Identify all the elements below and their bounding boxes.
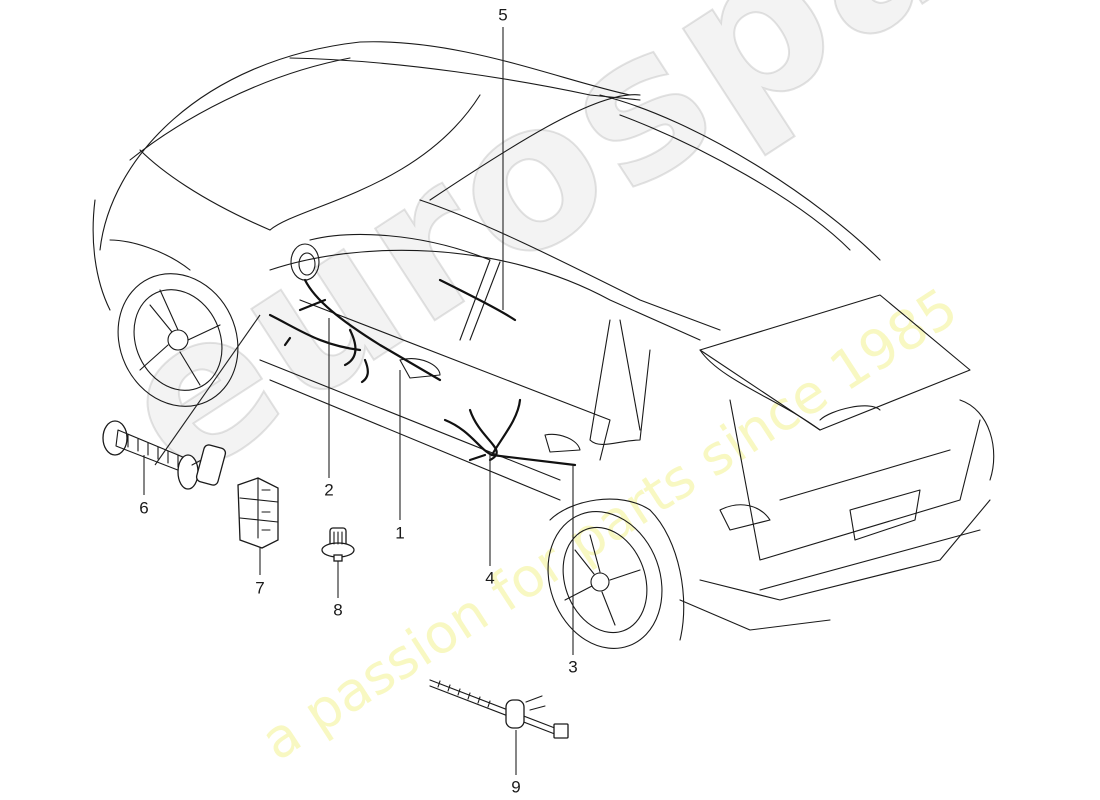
part-8-clip [321, 527, 355, 562]
callout-2[interactable]: 2 [324, 480, 334, 500]
callout-7[interactable]: 7 [255, 578, 265, 598]
part-7-relay-block [237, 477, 279, 549]
vehicle-body-outline [92, 41, 995, 649]
leader-lines [143, 27, 574, 775]
callout-9[interactable]: 9 [511, 777, 521, 797]
callout-6[interactable]: 6 [139, 498, 149, 518]
callout-5[interactable]: 5 [498, 5, 508, 25]
part-9-cable-tie [429, 679, 569, 739]
callout-3[interactable]: 3 [568, 657, 578, 677]
callout-8[interactable]: 8 [333, 600, 343, 620]
callout-4[interactable]: 4 [485, 568, 495, 588]
wiring-harness [268, 278, 577, 467]
callout-1[interactable]: 1 [395, 523, 405, 543]
part-6-grommet-sleeve [102, 420, 227, 490]
